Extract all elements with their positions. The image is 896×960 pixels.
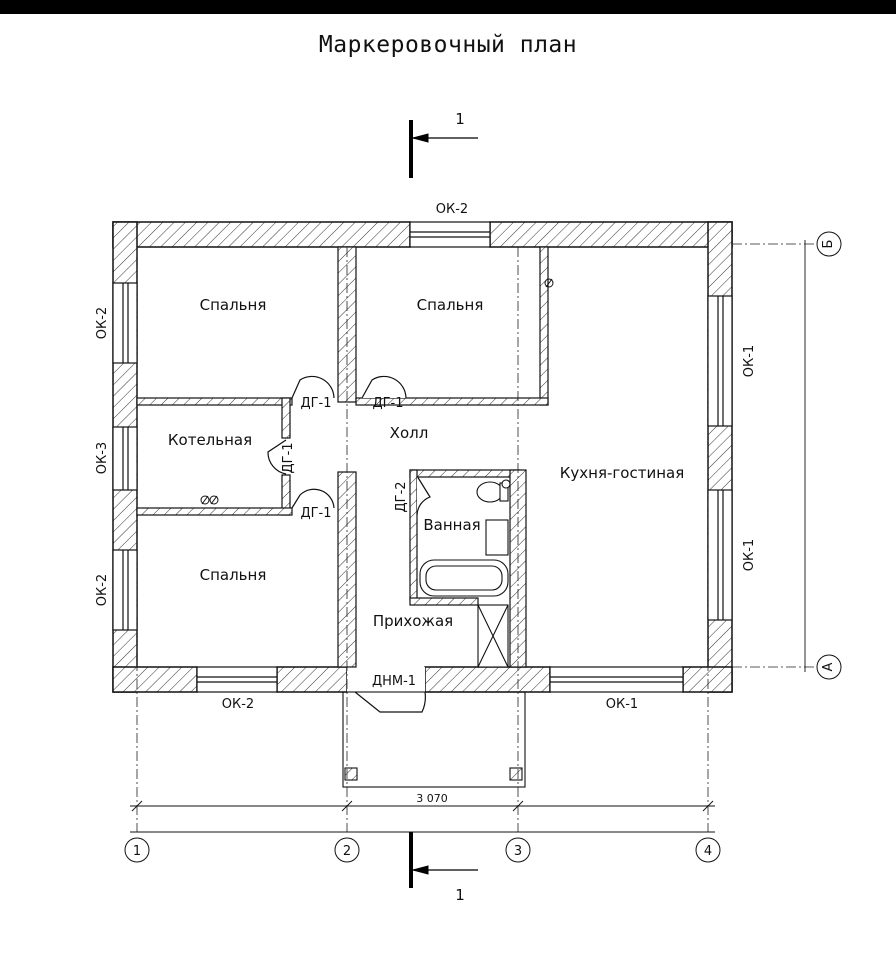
axis-label-3: 3	[514, 844, 522, 859]
dimension-lines	[130, 240, 806, 833]
door-swings	[267, 375, 431, 713]
porch-dimension: 3 070	[416, 792, 448, 805]
window-tag-left-lower: ОК-2	[95, 574, 110, 606]
toilet	[476, 481, 504, 503]
section-label-bottom: 1	[455, 886, 465, 904]
section-marks	[409, 120, 478, 888]
axis-label-a: А	[821, 662, 836, 671]
door-tag-entrance: ДНМ-1	[372, 674, 416, 689]
door-tag-bedroom-bottom: ДГ-1	[300, 506, 331, 521]
room-label-boiler: Котельная	[168, 431, 252, 449]
door-tag-boiler: ДГ-1	[281, 442, 296, 473]
door-tag-bathroom: ДГ-2	[394, 481, 409, 512]
top-border	[0, 0, 896, 14]
window-tag-left-upper: ОК-2	[95, 307, 110, 339]
axis-label-2: 2	[343, 844, 351, 859]
window-tag-right-lower: ОК-1	[742, 539, 757, 571]
room-label-hall: Холл	[390, 424, 429, 442]
section-label-top: 1	[455, 110, 465, 128]
window-tag-right-upper: ОК-1	[742, 345, 757, 377]
bathroom-fixtures	[419, 479, 511, 668]
page-title: Маркеровочный план	[318, 32, 578, 58]
window-tag-bottom-right: ОК-1	[606, 697, 638, 712]
room-label-bedroom-top-left: Спальня	[200, 296, 267, 314]
room-label-bathroom: Ванная	[423, 516, 480, 534]
room-label-bedroom-bottom: Спальня	[200, 566, 267, 584]
interior-walls	[136, 246, 549, 668]
axis-markers	[124, 231, 842, 863]
door-swing-bedroom-bottom	[291, 488, 335, 509]
porch	[342, 691, 526, 788]
door-swing-bedroom-left	[291, 375, 335, 399]
pipe-symbols	[200, 278, 554, 505]
door-swing-boiler	[267, 439, 287, 475]
room-label-entrance: Прихожая	[373, 612, 453, 630]
door-swing-bedroom-middle	[361, 375, 407, 399]
axis-label-b: Б	[821, 240, 836, 249]
room-label-kitchen-living: Кухня-гостиная	[560, 464, 684, 482]
riser	[501, 479, 511, 489]
window-tag-top: ОК-2	[436, 202, 468, 217]
door-tag-bedroom-left: ДГ-1	[300, 396, 331, 411]
window-tag-left-middle: ОК-3	[95, 442, 110, 474]
sink	[485, 519, 509, 556]
window-tag-bottom-left: ОК-2	[222, 697, 254, 712]
room-label-bedroom-top-middle: Спальня	[417, 296, 484, 314]
door-tag-bedroom-middle: ДГ-1	[372, 396, 403, 411]
window-openings	[112, 221, 733, 693]
axis-label-4: 4	[704, 844, 712, 859]
grid-axes	[136, 243, 820, 832]
door-swing-bathroom	[416, 475, 431, 516]
door-swing-entrance	[354, 691, 426, 713]
axis-label-1: 1	[133, 844, 141, 859]
